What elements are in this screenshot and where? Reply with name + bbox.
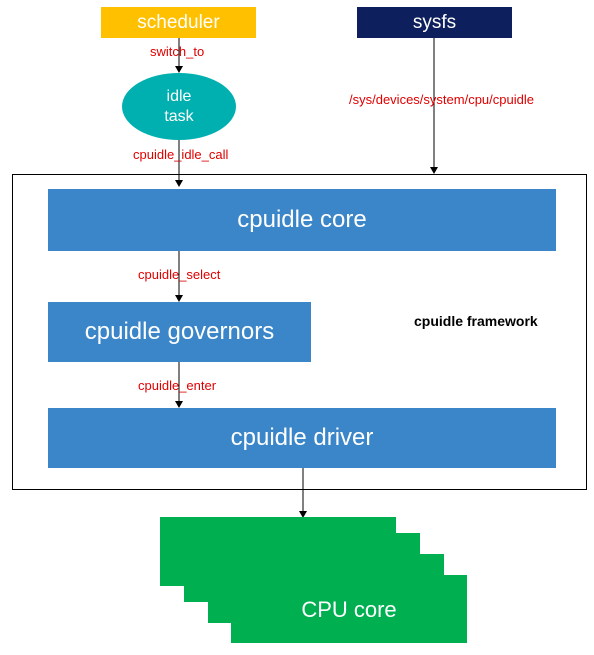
sysfs-node: sysfs <box>357 7 512 38</box>
edge-label-sysfs-path: /sys/devices/system/cpu/cpuidle <box>349 92 534 107</box>
edge-label-switch-to: switch_to <box>150 44 205 59</box>
edge-label-cpuidle-enter: cpuidle_enter <box>138 378 217 393</box>
cpuidle-core-node: cpuidle core <box>48 189 556 251</box>
cpuidle-governors-node: cpuidle governors <box>48 302 311 362</box>
cpu-core-label: CPU core <box>301 597 397 622</box>
framework-label: cpuidle framework <box>414 313 538 329</box>
idle-task-node: idle task <box>122 73 236 140</box>
scheduler-node: scheduler <box>101 7 256 38</box>
edge-label-cpuidle-idle-call: cpuidle_idle_call <box>133 147 229 162</box>
edge-label-cpuidle-select: cpuidle_select <box>138 267 221 282</box>
cpuidle-driver-node: cpuidle driver <box>48 408 556 468</box>
cpu-core-card-4 <box>231 575 467 643</box>
cpuidle-framework-frame <box>12 174 587 490</box>
